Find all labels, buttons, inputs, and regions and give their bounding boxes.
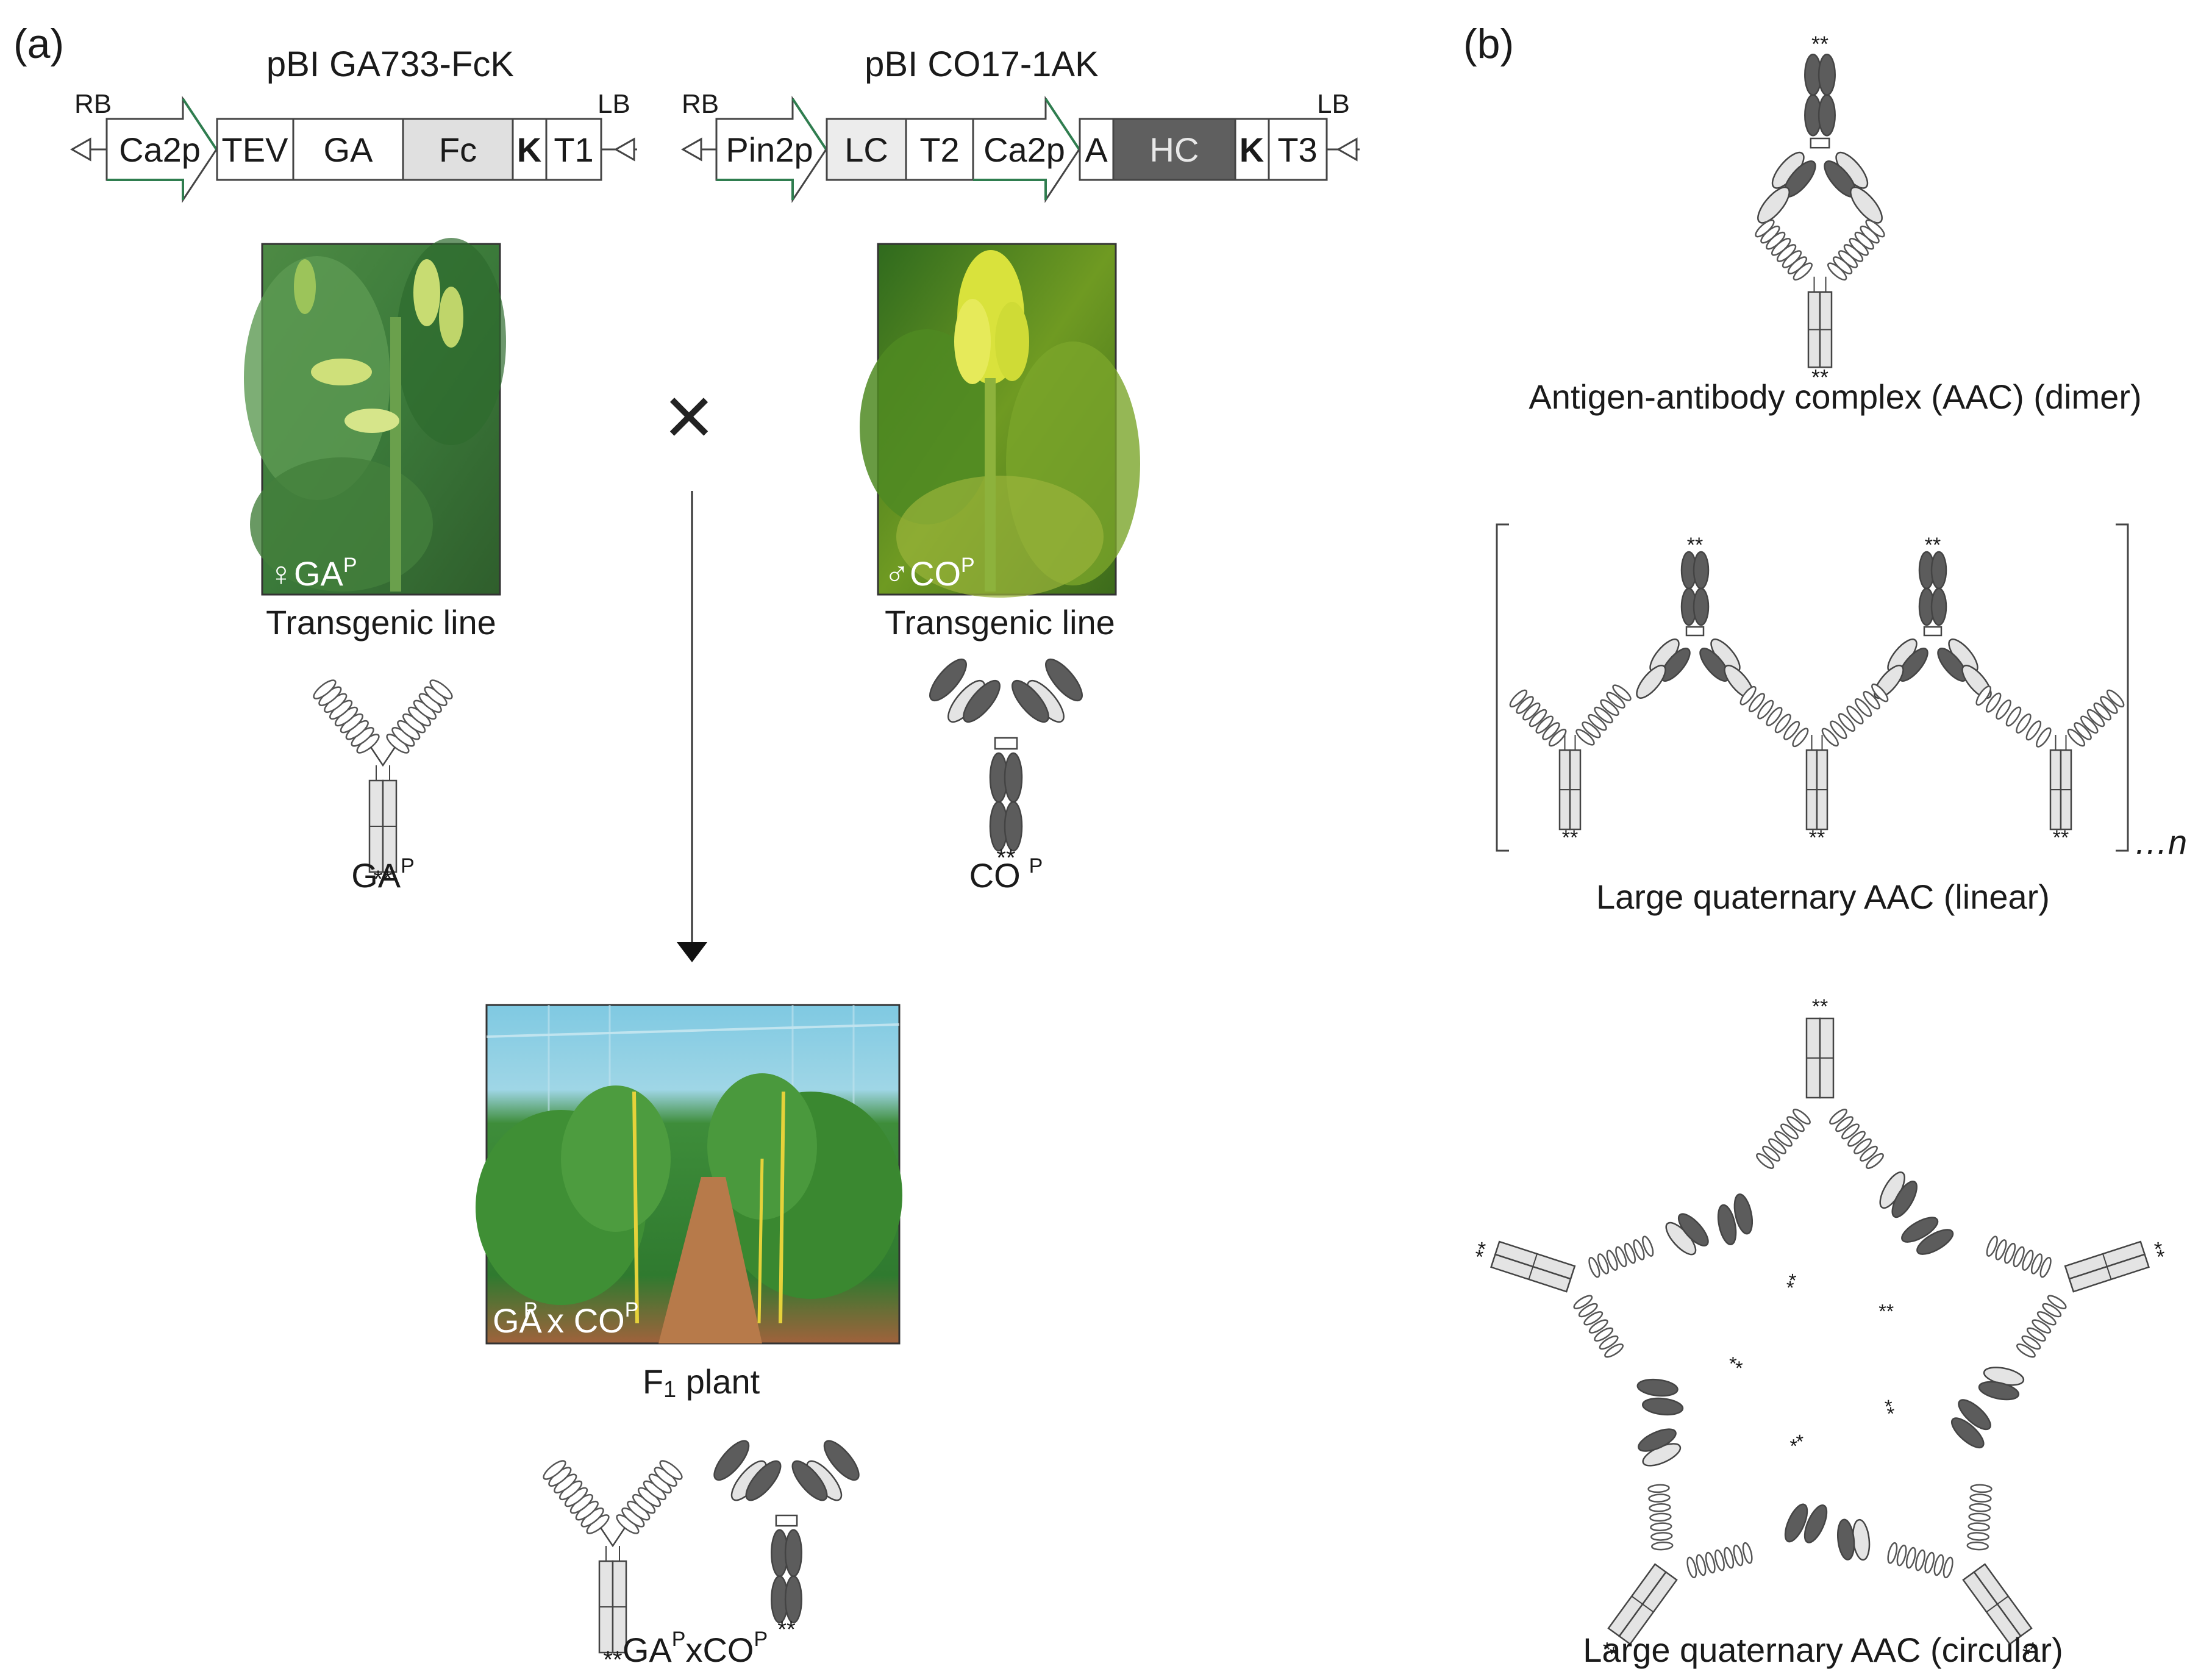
- lb-border-left-icon: [613, 137, 635, 162]
- svg-text:**: **: [1878, 1301, 1894, 1323]
- rb-border-left-icon: [70, 137, 91, 162]
- segment-ga: GA: [324, 131, 374, 169]
- aac-dimer-diagram: ** **: [1755, 32, 1885, 390]
- caption-dimer: Antigen-antibody complex (AAC) (dimer): [1529, 377, 2141, 416]
- segment-k-right: K: [1240, 131, 1264, 169]
- svg-text:**: **: [1782, 1271, 1807, 1293]
- aac-linear-diagram: **********: [1496, 523, 2129, 852]
- construct-right-lb: LB: [1317, 89, 1350, 119]
- antibody-ga-icon: **: [543, 1460, 683, 1673]
- rb-border-right-icon: [680, 137, 702, 162]
- antibody-ga-label: GAP: [351, 854, 415, 895]
- photo-female-transgenic: ♀GAP: [244, 238, 506, 596]
- construct-right: pBI CO17-1AK RB LB Pin2p LC T2 Ca2p A HC…: [680, 45, 1360, 203]
- construct-left-lb: LB: [598, 89, 630, 119]
- construct-left-rb: RB: [74, 89, 112, 119]
- segment-tev: TEV: [222, 131, 289, 169]
- segment-t2: T2: [919, 131, 959, 169]
- panel-a-label: (a): [13, 21, 64, 67]
- svg-text:**: **: [1811, 32, 1828, 57]
- construct-right-title: pBI CO17-1AK: [865, 45, 1099, 84]
- construct-right-rb: RB: [682, 89, 719, 119]
- segment-a: A: [1085, 131, 1108, 169]
- svg-text:**: **: [1725, 1346, 1750, 1373]
- bracket-left-icon: [1496, 523, 1509, 852]
- svg-text:**: **: [2053, 826, 2069, 849]
- photo-male-transgenic: ♂COP: [860, 243, 1140, 598]
- svg-text:**: **: [996, 845, 1015, 871]
- segment-ca2p: Ca2p: [119, 131, 201, 169]
- aac-circular-diagram: ********************: [1471, 995, 2169, 1660]
- svg-text:**: **: [1562, 826, 1578, 849]
- photo-f1-plant: GAP x COP: [476, 1004, 902, 1345]
- construct-left-title: pBI GA733-FcK: [266, 45, 514, 84]
- caption-left-transgenic: Transgenic line: [266, 603, 496, 642]
- svg-text:**: **: [1471, 1240, 1497, 1262]
- construct-left: pBI GA733-FcK RB LB Ca2p TEV GA Fc K T1: [70, 45, 637, 203]
- cross-icon: ×: [664, 368, 714, 463]
- arrow-head-icon: [677, 942, 707, 962]
- caption-circular: Large quaternary AAC (circular): [1583, 1631, 2063, 1669]
- antibody-ga-icon: **: [313, 679, 453, 893]
- svg-text:**: **: [1809, 826, 1825, 849]
- segment-lc: LC: [844, 131, 888, 169]
- caption-linear: Large quaternary AAC (linear): [1596, 878, 2050, 916]
- svg-text:**: **: [2142, 1240, 2169, 1262]
- caption-right-transgenic: Transgenic line: [885, 603, 1115, 642]
- segment-fc: Fc: [439, 131, 477, 169]
- svg-text:**: **: [1874, 1397, 1899, 1418]
- segment-t1: T1: [554, 131, 593, 169]
- bracket-right-icon: [2116, 523, 2129, 852]
- svg-text:**: **: [1812, 995, 1828, 1018]
- caption-f1-plant: F1 plant: [643, 1362, 760, 1403]
- photo-f1-tag: GAP x COP: [493, 1298, 638, 1340]
- photo-right-tag: ♂COP: [884, 554, 975, 593]
- lb-border-right-icon: [1336, 137, 1358, 162]
- svg-text:**: **: [603, 1647, 622, 1673]
- panel-b-label: (b): [1463, 21, 1514, 67]
- linear-repeat-label: …n: [2134, 823, 2187, 861]
- svg-text:**: **: [777, 1617, 796, 1643]
- segment-ca2p-right: Ca2p: [983, 131, 1065, 169]
- segment-hc: HC: [1150, 131, 1199, 169]
- segment-k: K: [517, 131, 541, 169]
- segment-t3: T3: [1277, 131, 1317, 169]
- photo-left-tag: ♀GAP: [268, 554, 357, 593]
- f1-antibody-label: GAPxCOP: [623, 1628, 768, 1669]
- antibody-co-icon: **: [929, 658, 1083, 871]
- svg-text:**: **: [1811, 365, 1828, 390]
- svg-text:**: **: [1782, 1425, 1807, 1451]
- segment-pin2p: Pin2p: [726, 131, 813, 169]
- antibody-co-icon: **: [713, 1440, 860, 1643]
- svg-text:**: **: [373, 866, 392, 893]
